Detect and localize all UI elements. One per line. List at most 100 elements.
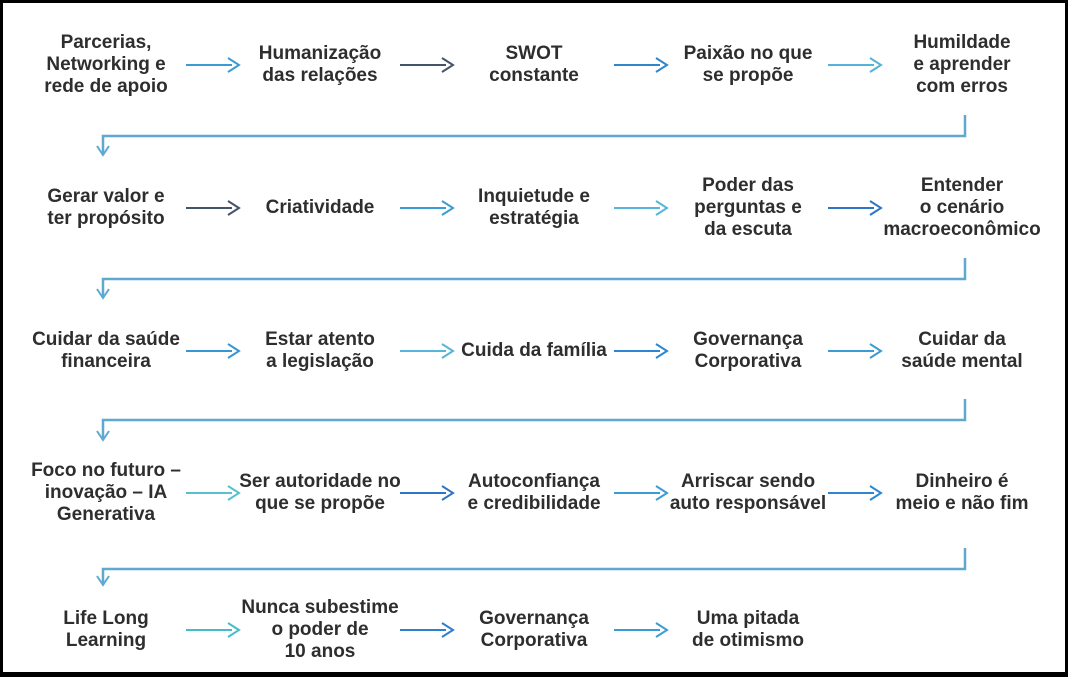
- flow-node-line: financeira: [61, 351, 151, 372]
- arrow-right-icon: [395, 56, 459, 74]
- flow-node-line: Networking e: [46, 54, 166, 75]
- flow-node-line: Humanização: [258, 43, 382, 64]
- arrow-right-icon: [609, 342, 673, 360]
- arrow-right-icon: [823, 342, 887, 360]
- arrow-right-icon: [395, 342, 459, 360]
- arrow-right-icon: [395, 199, 459, 217]
- flow-node-line: da escuta: [704, 219, 792, 240]
- flow-node-line: ter propósito: [47, 208, 165, 229]
- row-return-connector-line: [101, 399, 967, 440]
- arrow-right-icon: [181, 56, 245, 74]
- flow-node-line: Cuidar da: [918, 329, 1006, 350]
- flow-node-line: Ser autoridade no: [239, 471, 401, 492]
- flow-node-line: Corporativa: [480, 630, 588, 651]
- arrow-right-icon: [609, 56, 673, 74]
- flow-node-line: Governança: [479, 608, 589, 629]
- flow-node: Cuida da família: [459, 340, 609, 362]
- flow-node-line: Inquietude e: [478, 186, 590, 207]
- flow-node-line: auto responsável: [669, 493, 827, 514]
- flow-node-line: o poder de: [271, 619, 369, 640]
- flow-node-line: que se propõe: [255, 493, 385, 514]
- flow-node-line: Cuidar da saúde: [32, 329, 180, 350]
- flow-node-line: macroeconômico: [883, 219, 1041, 240]
- flow-node-line: Uma pitada: [696, 608, 800, 629]
- flow-node-line: de otimismo: [692, 630, 804, 651]
- flow-node: Criatividade: [245, 197, 395, 219]
- flow-node-line: Autoconfiança: [468, 471, 600, 492]
- flow-node-line: com erros: [916, 76, 1008, 97]
- arrow-right-icon: [395, 484, 459, 502]
- arrow-right-icon: [823, 56, 887, 74]
- arrow-right-icon: [609, 621, 673, 639]
- flow-node-line: Parcerias,: [60, 32, 152, 53]
- flow-node-line: Criatividade: [265, 197, 375, 218]
- flow-node-line: Paixão no que: [683, 43, 813, 64]
- row-return-connector-line: [101, 115, 967, 155]
- flow-node-line: Life Long: [63, 608, 149, 629]
- flow-node-line: Foco no futuro –: [31, 460, 181, 481]
- arrow-down-icon: [96, 288, 110, 300]
- arrow-down-icon: [96, 145, 110, 157]
- flow-node-line: Governança: [693, 329, 803, 350]
- flow-node-line: meio e não fim: [895, 493, 1029, 514]
- arrow-down-icon: [96, 430, 110, 442]
- flow-node-line: Arriscar sendo: [680, 471, 816, 492]
- flow-node-line: estratégia: [489, 208, 579, 229]
- flow-node-line: e credibilidade: [467, 493, 601, 514]
- flow-node-line: o cenário: [919, 197, 1005, 218]
- arrow-right-icon: [181, 342, 245, 360]
- arrow-right-icon: [395, 621, 459, 639]
- flow-node-line: Generativa: [56, 504, 156, 525]
- arrow-right-icon: [181, 621, 245, 639]
- arrow-right-icon: [609, 199, 673, 217]
- flow-node-line: a legislação: [266, 351, 374, 372]
- flow-node-line: constante: [489, 65, 579, 86]
- arrow-right-icon: [609, 484, 673, 502]
- flow-node-line: das relações: [262, 65, 378, 86]
- flow-node-line: Nunca subestime: [241, 597, 399, 618]
- flow-node-line: se propõe: [702, 65, 794, 86]
- flow-node-line: Cuida da família: [461, 340, 607, 361]
- flow-node-line: Learning: [65, 630, 147, 651]
- flow-node-line: Humildade: [913, 32, 1011, 53]
- flow-node-line: 10 anos: [284, 641, 356, 662]
- flow-node-line: saúde mental: [901, 351, 1023, 372]
- flow-node-line: perguntas e: [694, 197, 802, 218]
- arrow-right-icon: [181, 199, 245, 217]
- flow-node-line: Estar atento: [265, 329, 375, 350]
- row-return-connector-line: [101, 258, 967, 298]
- arrow-right-icon: [823, 484, 887, 502]
- flow-node-line: Dinheiro é: [915, 471, 1009, 492]
- flow-node-line: inovação – IA: [44, 482, 168, 503]
- flow-node-line: e aprender: [913, 54, 1011, 75]
- flow-node-line: SWOT: [505, 43, 563, 64]
- flow-node-line: Poder das: [702, 175, 794, 196]
